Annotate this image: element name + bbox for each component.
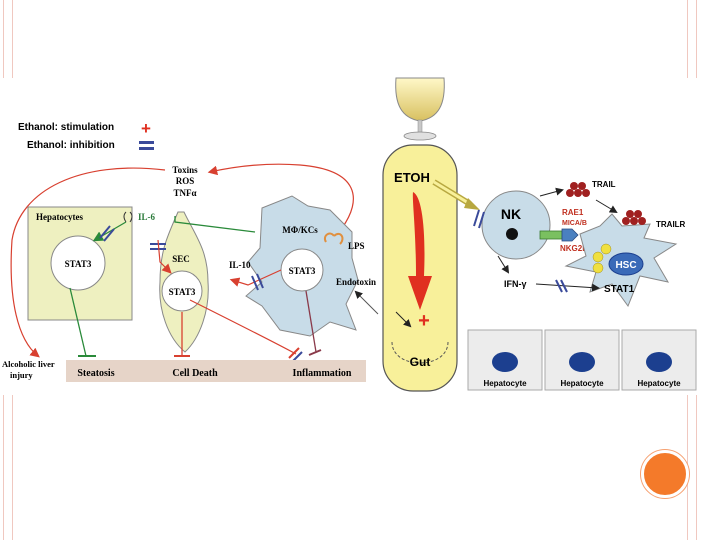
ros-label: ROS xyxy=(176,176,195,186)
il6-label: IL-6 xyxy=(138,212,156,222)
etoh-label: ETOH xyxy=(394,170,430,185)
hepatocytes-label: Hepatocytes xyxy=(36,212,83,222)
alcoholic-injury-label: Alcoholic liver xyxy=(2,359,55,369)
stat3-hepatocyte-label: STAT3 xyxy=(65,259,92,269)
toxins-to-injury-arrow xyxy=(10,167,166,358)
il6-inhibition-icon xyxy=(99,225,115,242)
hepatocyte-label-1: Hepatocyte xyxy=(483,379,527,388)
sec-stimulation-arrow xyxy=(157,239,172,274)
left-panel: Toxins ROS TNFα Hepatocytes STAT3 SEC ST… xyxy=(2,163,376,382)
endotoxin-arrow xyxy=(354,290,379,315)
gut-endotoxin-arrow xyxy=(395,311,412,328)
legend-inhibition-icon xyxy=(139,141,154,150)
stat3-to-steatosis-line xyxy=(69,287,87,357)
macrophage-label: MΦ/KCs xyxy=(282,225,318,235)
hepatocyte-nucleus-1 xyxy=(492,352,518,372)
middle-panel: ETOH + Gut xyxy=(354,77,480,392)
toxins-feedback-arrow xyxy=(207,163,354,229)
trail-label: TRAIL xyxy=(592,180,616,189)
nk-to-trail-arrow xyxy=(539,187,564,197)
nk-inhibition-icon xyxy=(473,209,485,229)
stat3-to-inflammation-line xyxy=(305,290,317,353)
right-panel: NK TRAIL RAE1 MICA/B NKG2D HSC xyxy=(467,180,697,391)
hsc-lipid-droplets-icon xyxy=(592,243,612,274)
ifn-to-stat1-arrow xyxy=(535,283,600,292)
nk-label: NK xyxy=(501,206,521,222)
lps-receptor-icon xyxy=(324,232,344,245)
sec-label: SEC xyxy=(172,254,190,264)
slide-frame-left-bottom xyxy=(3,395,13,540)
nk-cell xyxy=(481,190,551,260)
nk-to-ifn-arrow xyxy=(497,255,510,274)
outcome-inflammation: Inflammation xyxy=(293,368,352,379)
alcoholic-injury-label-2: injury xyxy=(10,370,33,380)
gut-label: Gut xyxy=(410,355,431,369)
rae1-label: RAE1 xyxy=(562,208,584,217)
il10-inhibition-icon xyxy=(251,273,264,291)
stat3-sec-label: STAT3 xyxy=(169,287,196,297)
slide-accent-circle xyxy=(641,450,689,498)
etoh-flow-arrow xyxy=(408,192,432,310)
wine-glass-icon xyxy=(395,77,445,141)
hepatocyte-label-3: Hepatocyte xyxy=(637,379,681,388)
hsc-nucleus xyxy=(608,252,644,276)
etoh-to-nk-arrow xyxy=(432,179,480,210)
mica-label: MICA/B xyxy=(562,220,587,227)
legend-plus-icon: + xyxy=(141,119,151,138)
endotoxin-label: Endotoxin xyxy=(336,277,376,287)
outcome-bar xyxy=(66,360,366,382)
sec-to-inflammation-line xyxy=(189,299,297,355)
slide-frame-right xyxy=(687,0,697,78)
trail-granules-icon xyxy=(566,182,590,197)
ifn-inhibition-icon xyxy=(555,279,568,293)
hsc-label: HSC xyxy=(615,260,636,271)
stat1-label: STAT1 xyxy=(604,284,635,295)
nk-nucleus xyxy=(506,228,518,240)
stat3-macrophage-label: STAT3 xyxy=(289,266,316,276)
trailr-label: TRAILR xyxy=(656,220,686,229)
outcome-celldeath: Cell Death xyxy=(172,368,218,379)
il6-receptor-icon xyxy=(123,211,133,223)
hepatocyte-nucleus-3 xyxy=(646,352,672,372)
il6-secretion-line xyxy=(174,216,256,233)
legend: Ethanol: stimulation + Ethanol: inhibiti… xyxy=(18,119,154,151)
gut-plus-icon: + xyxy=(418,310,430,332)
ifn-label: IFN-γ xyxy=(504,279,527,289)
trail-to-trailr-arrow xyxy=(595,199,618,214)
il10-label: IL-10 xyxy=(229,260,251,270)
lps-label: LPS xyxy=(348,241,365,251)
il10-arrow xyxy=(229,269,282,287)
hepatocyte-nucleus-2 xyxy=(569,352,595,372)
tnf-label: TNFα xyxy=(173,188,196,198)
slide-frame-left xyxy=(3,0,13,78)
legend-inhibition-label: Ethanol: inhibition xyxy=(27,140,115,151)
hepatocyte-nucleus xyxy=(50,235,106,291)
nkg2d-receptor-icon xyxy=(539,228,579,242)
trailr-granules-icon xyxy=(622,210,646,225)
nkg2d-label: NKG2D xyxy=(560,244,588,253)
hepatocyte-row: Hepatocyte Hepatocyte Hepatocyte xyxy=(467,329,697,391)
legend-stimulation-label: Ethanol: stimulation xyxy=(18,122,114,133)
outcome-steatosis: Steatosis xyxy=(77,368,114,379)
hepatocyte-label-2: Hepatocyte xyxy=(560,379,604,388)
toxins-label: Toxins xyxy=(172,165,198,175)
